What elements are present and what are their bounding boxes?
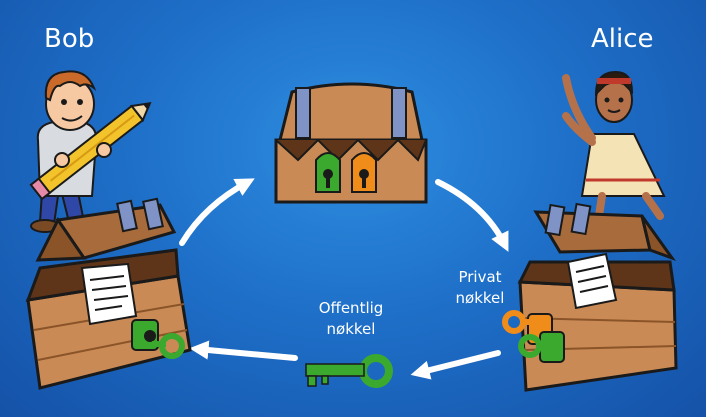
private-key-label-line1: Privat bbox=[458, 268, 502, 286]
bob-label: Bob bbox=[44, 24, 95, 54]
arrow-bob-to-chest bbox=[179, 178, 255, 246]
alice-open-chest bbox=[502, 202, 678, 392]
alice-figure bbox=[562, 70, 666, 226]
bob-open-chest bbox=[25, 197, 192, 390]
public-key-label-line1: Offentlig bbox=[318, 299, 384, 317]
public-key-icon bbox=[305, 354, 393, 388]
arrow-alice-to-key bbox=[410, 350, 501, 380]
center-locked-chest bbox=[274, 82, 428, 204]
arrow-key-to-bob bbox=[189, 340, 298, 361]
public-key-label: Offentlig nøkkel bbox=[306, 298, 396, 340]
alice-label: Alice bbox=[591, 24, 654, 54]
public-key-label-line2: nøkkel bbox=[326, 320, 376, 338]
arrow-chest-to-alice bbox=[435, 179, 509, 252]
private-key-label-line2: nøkkel bbox=[455, 289, 505, 307]
private-key-label: Privat nøkkel bbox=[440, 267, 520, 309]
